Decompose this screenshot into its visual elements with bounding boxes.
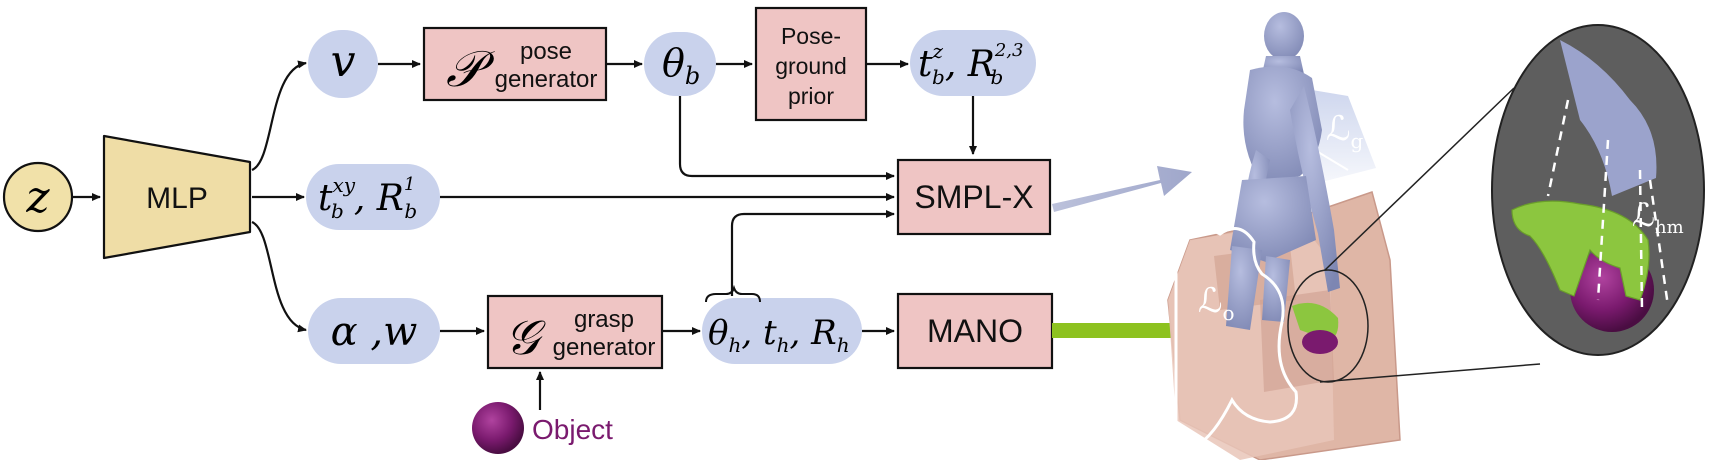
- node-pose-ground-prior: Pose- ground prior: [754, 6, 868, 122]
- edge-mlp-v: [251, 60, 307, 172]
- pose-generator-line2: generator: [495, 66, 598, 93]
- node-smplx: SMPL-X: [896, 158, 1052, 236]
- object-sphere: [472, 402, 524, 454]
- node-theta-b: θb: [644, 32, 716, 96]
- node-mlp: MLP: [102, 134, 252, 260]
- zoom-hand: [1511, 200, 1650, 301]
- node-grasp-generator: 𝒢 grasp generator: [486, 294, 664, 370]
- node-object: Object: [472, 402, 613, 454]
- loss-o-label: ℒo: [1198, 281, 1235, 325]
- zoom-line-bottom: [1319, 363, 1541, 383]
- smplx-label: SMPL-X: [914, 179, 1033, 215]
- alpha-w-label: α ,w: [331, 309, 418, 355]
- smplx-to-render-arrow: [1052, 166, 1192, 212]
- edges: [73, 60, 977, 410]
- prior-line3: prior: [788, 83, 834, 109]
- edge-mlp-alpha: [251, 220, 307, 333]
- node-mano: MANO: [896, 292, 1054, 370]
- node-pose-generator: 𝒫 pose generator: [422, 26, 608, 102]
- node-thetah-th-rh: θh, th, Rh: [702, 284, 862, 364]
- ground-arrow: [1317, 151, 1349, 171]
- zoom-arm: [1560, 40, 1657, 196]
- zoom-ellipse: [1491, 24, 1705, 356]
- node-v: v: [308, 30, 378, 98]
- grasp-generator-line2: generator: [553, 334, 656, 361]
- ground-cone: [1306, 90, 1376, 186]
- scene-object: [1302, 330, 1338, 354]
- node-z: z: [2, 161, 74, 233]
- grasp-generator-symbol: 𝒢: [505, 310, 546, 366]
- object-label: Object: [532, 414, 613, 445]
- scene-hand: [1292, 302, 1339, 340]
- grasp-generator-line1: grasp: [574, 306, 634, 333]
- pose-generator-line1: pose: [520, 38, 572, 65]
- rendered-scene: [1167, 12, 1401, 460]
- zoom-inset: [1319, 24, 1705, 383]
- zoom-line-top: [1324, 87, 1515, 271]
- prior-line2: ground: [775, 53, 847, 79]
- prior-line1: Pose-: [781, 23, 841, 49]
- mano-label: MANO: [927, 313, 1023, 349]
- edge-thetah-smplx: [730, 210, 895, 296]
- loss-g-label: ℒg: [1326, 109, 1364, 153]
- theta-b-label: θb: [662, 41, 700, 90]
- mlp-label: MLP: [146, 182, 208, 215]
- loss-o-contour: [1174, 227, 1298, 448]
- v-label: v: [331, 36, 356, 87]
- node-alpha-w: α ,w: [308, 298, 440, 364]
- edge-thetab-smplx: [678, 96, 895, 180]
- loss-hm-label: ℒhm: [1632, 196, 1684, 238]
- thetah-label: θh, th, Rh: [708, 313, 850, 357]
- theta-h-overbrace: [705, 284, 761, 303]
- z-label: z: [25, 172, 50, 223]
